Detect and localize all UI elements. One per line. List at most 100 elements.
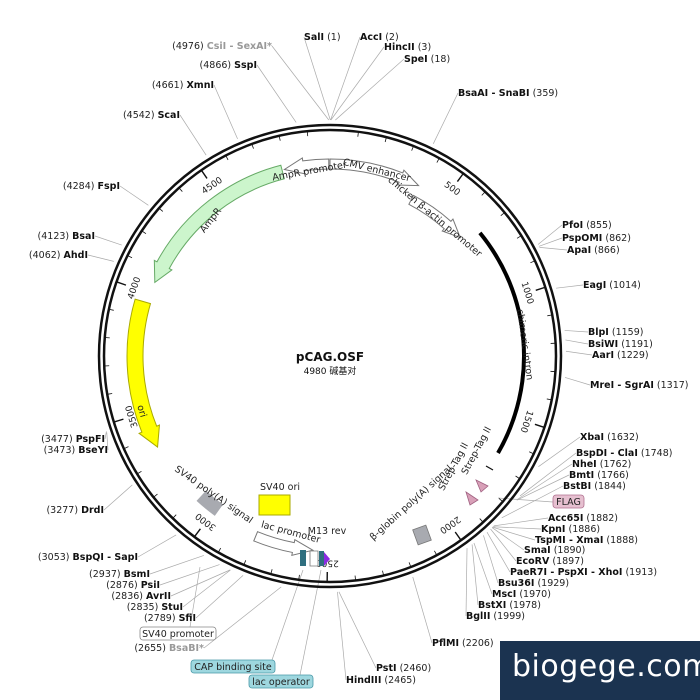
leader-line <box>94 235 122 246</box>
site-name: CsiI - SexAI* <box>207 41 272 52</box>
leader-line <box>565 339 589 345</box>
site-name: PfoI <box>562 220 583 231</box>
feature-lac-small-arrow <box>309 550 319 567</box>
tick-mark <box>127 255 133 259</box>
site-name: ScaI <box>158 110 180 121</box>
site-position: (862) <box>605 233 631 244</box>
site-position: (4123) <box>38 231 70 242</box>
leader-line <box>565 350 593 356</box>
site-name: BsaAI - SnaBI <box>458 88 530 99</box>
site-label-bstxi: BstXI (1978) <box>478 600 541 611</box>
leader-line <box>432 92 459 144</box>
site-name: PflMI <box>432 638 459 649</box>
leader-line <box>497 497 554 503</box>
tick-mark <box>530 260 536 264</box>
site-label-ahdi: (4062) AhdI <box>29 250 88 261</box>
site-label-bsu36i: Bsu36I (1929) <box>498 578 569 589</box>
site-label-bsai: (4123) BsaI <box>38 231 95 242</box>
site-position: (359) <box>533 88 559 99</box>
site-label-bsiwi: BsiWI (1191) <box>588 339 653 350</box>
leader-line <box>149 555 204 575</box>
leader-line <box>330 46 385 121</box>
leader-line <box>103 484 133 511</box>
feature-cap-binding-marker <box>300 550 306 566</box>
site-name: EcoRV <box>516 556 550 567</box>
tick-mark <box>200 169 208 179</box>
tick-mark <box>193 528 201 538</box>
leader-line <box>256 64 297 123</box>
site-position: (1191) <box>621 339 653 350</box>
boxed-label-cap-binding-site: CAP binding site <box>190 659 276 674</box>
site-name: Acc65I <box>548 513 583 524</box>
tick-mark <box>384 137 387 143</box>
site-position: (1897) <box>552 556 584 567</box>
tick-mark <box>411 145 414 151</box>
site-position: (1762) <box>600 459 632 470</box>
site-position: (1229) <box>617 350 649 361</box>
tick-mark <box>108 308 114 311</box>
site-label-xbai: XbaI (1632) <box>580 432 639 443</box>
leader-line <box>501 485 564 519</box>
tick-mark <box>408 562 412 568</box>
site-name: SmaI <box>524 545 551 556</box>
site-name: AccI <box>360 32 382 43</box>
tick-mark <box>123 446 129 450</box>
leader-line <box>564 377 591 386</box>
leader-lines <box>87 36 593 681</box>
leader-line <box>137 534 177 558</box>
site-name: DrdI <box>81 505 104 516</box>
site-name: MreI - SgrAI <box>590 380 654 391</box>
leader-line <box>493 517 549 527</box>
backbone-inner-circle <box>102 128 558 584</box>
tick-mark <box>481 191 486 196</box>
tick-mark <box>298 574 300 580</box>
site-name: PspFI <box>76 434 105 445</box>
tick-mark <box>158 207 164 212</box>
site-position: (1888) <box>606 535 638 546</box>
feature-strep-tag-ii <box>475 479 489 493</box>
tick-mark <box>306 131 309 137</box>
site-label-nhei: NheI (1762) <box>572 459 631 470</box>
feature-marker <box>485 465 494 471</box>
site-position: (1844) <box>594 481 626 492</box>
tick-mark <box>436 157 440 163</box>
site-position: (2789) <box>144 613 176 624</box>
backbone-outer-circle <box>97 123 563 589</box>
site-position: (2876) <box>106 580 138 591</box>
leader-line <box>159 564 220 586</box>
leader-line <box>303 36 331 121</box>
tick-mark <box>500 212 505 217</box>
feature-m13-rev <box>324 552 330 566</box>
site-position: (866) <box>594 245 620 256</box>
site-label-acci: AccI (2) <box>360 32 399 43</box>
site-label-spei: SpeI (18) <box>404 54 450 65</box>
plasmid-name: pCAG.OSF <box>296 350 364 364</box>
site-position: (3053) <box>38 552 70 563</box>
boxed-label-text: lac operator <box>252 677 310 688</box>
site-position: (4062) <box>29 250 61 261</box>
feature-label-sv40-poly-a-signal: SV40 poly(A) signal <box>172 464 254 526</box>
leader-line <box>271 45 330 121</box>
site-name: BlpI <box>588 327 609 338</box>
site-name: BsaBI* <box>169 643 204 654</box>
site-position: (2655) <box>134 643 166 654</box>
site-position: (4976) <box>172 41 204 52</box>
leader-line <box>471 544 479 606</box>
site-label-blpi: BlpI (1159) <box>588 327 643 338</box>
tick-mark <box>456 173 464 182</box>
tick-mark <box>251 143 254 149</box>
tick-mark <box>178 187 183 192</box>
leader-line <box>106 432 109 451</box>
site-position: (1632) <box>607 432 639 443</box>
site-name: XmnI <box>186 80 214 91</box>
site-label-scai: (4542) ScaI <box>123 110 180 121</box>
site-position: (3) <box>418 42 431 53</box>
leader-line <box>338 591 377 669</box>
site-position: (1766) <box>597 470 629 481</box>
watermark-text: biogege.com <box>512 649 700 684</box>
tick-mark <box>225 155 229 161</box>
feature-label-sv40-ori: SV40 ori <box>260 482 300 493</box>
site-name: BspDI - ClaI <box>576 448 638 459</box>
tick-mark <box>270 569 273 575</box>
